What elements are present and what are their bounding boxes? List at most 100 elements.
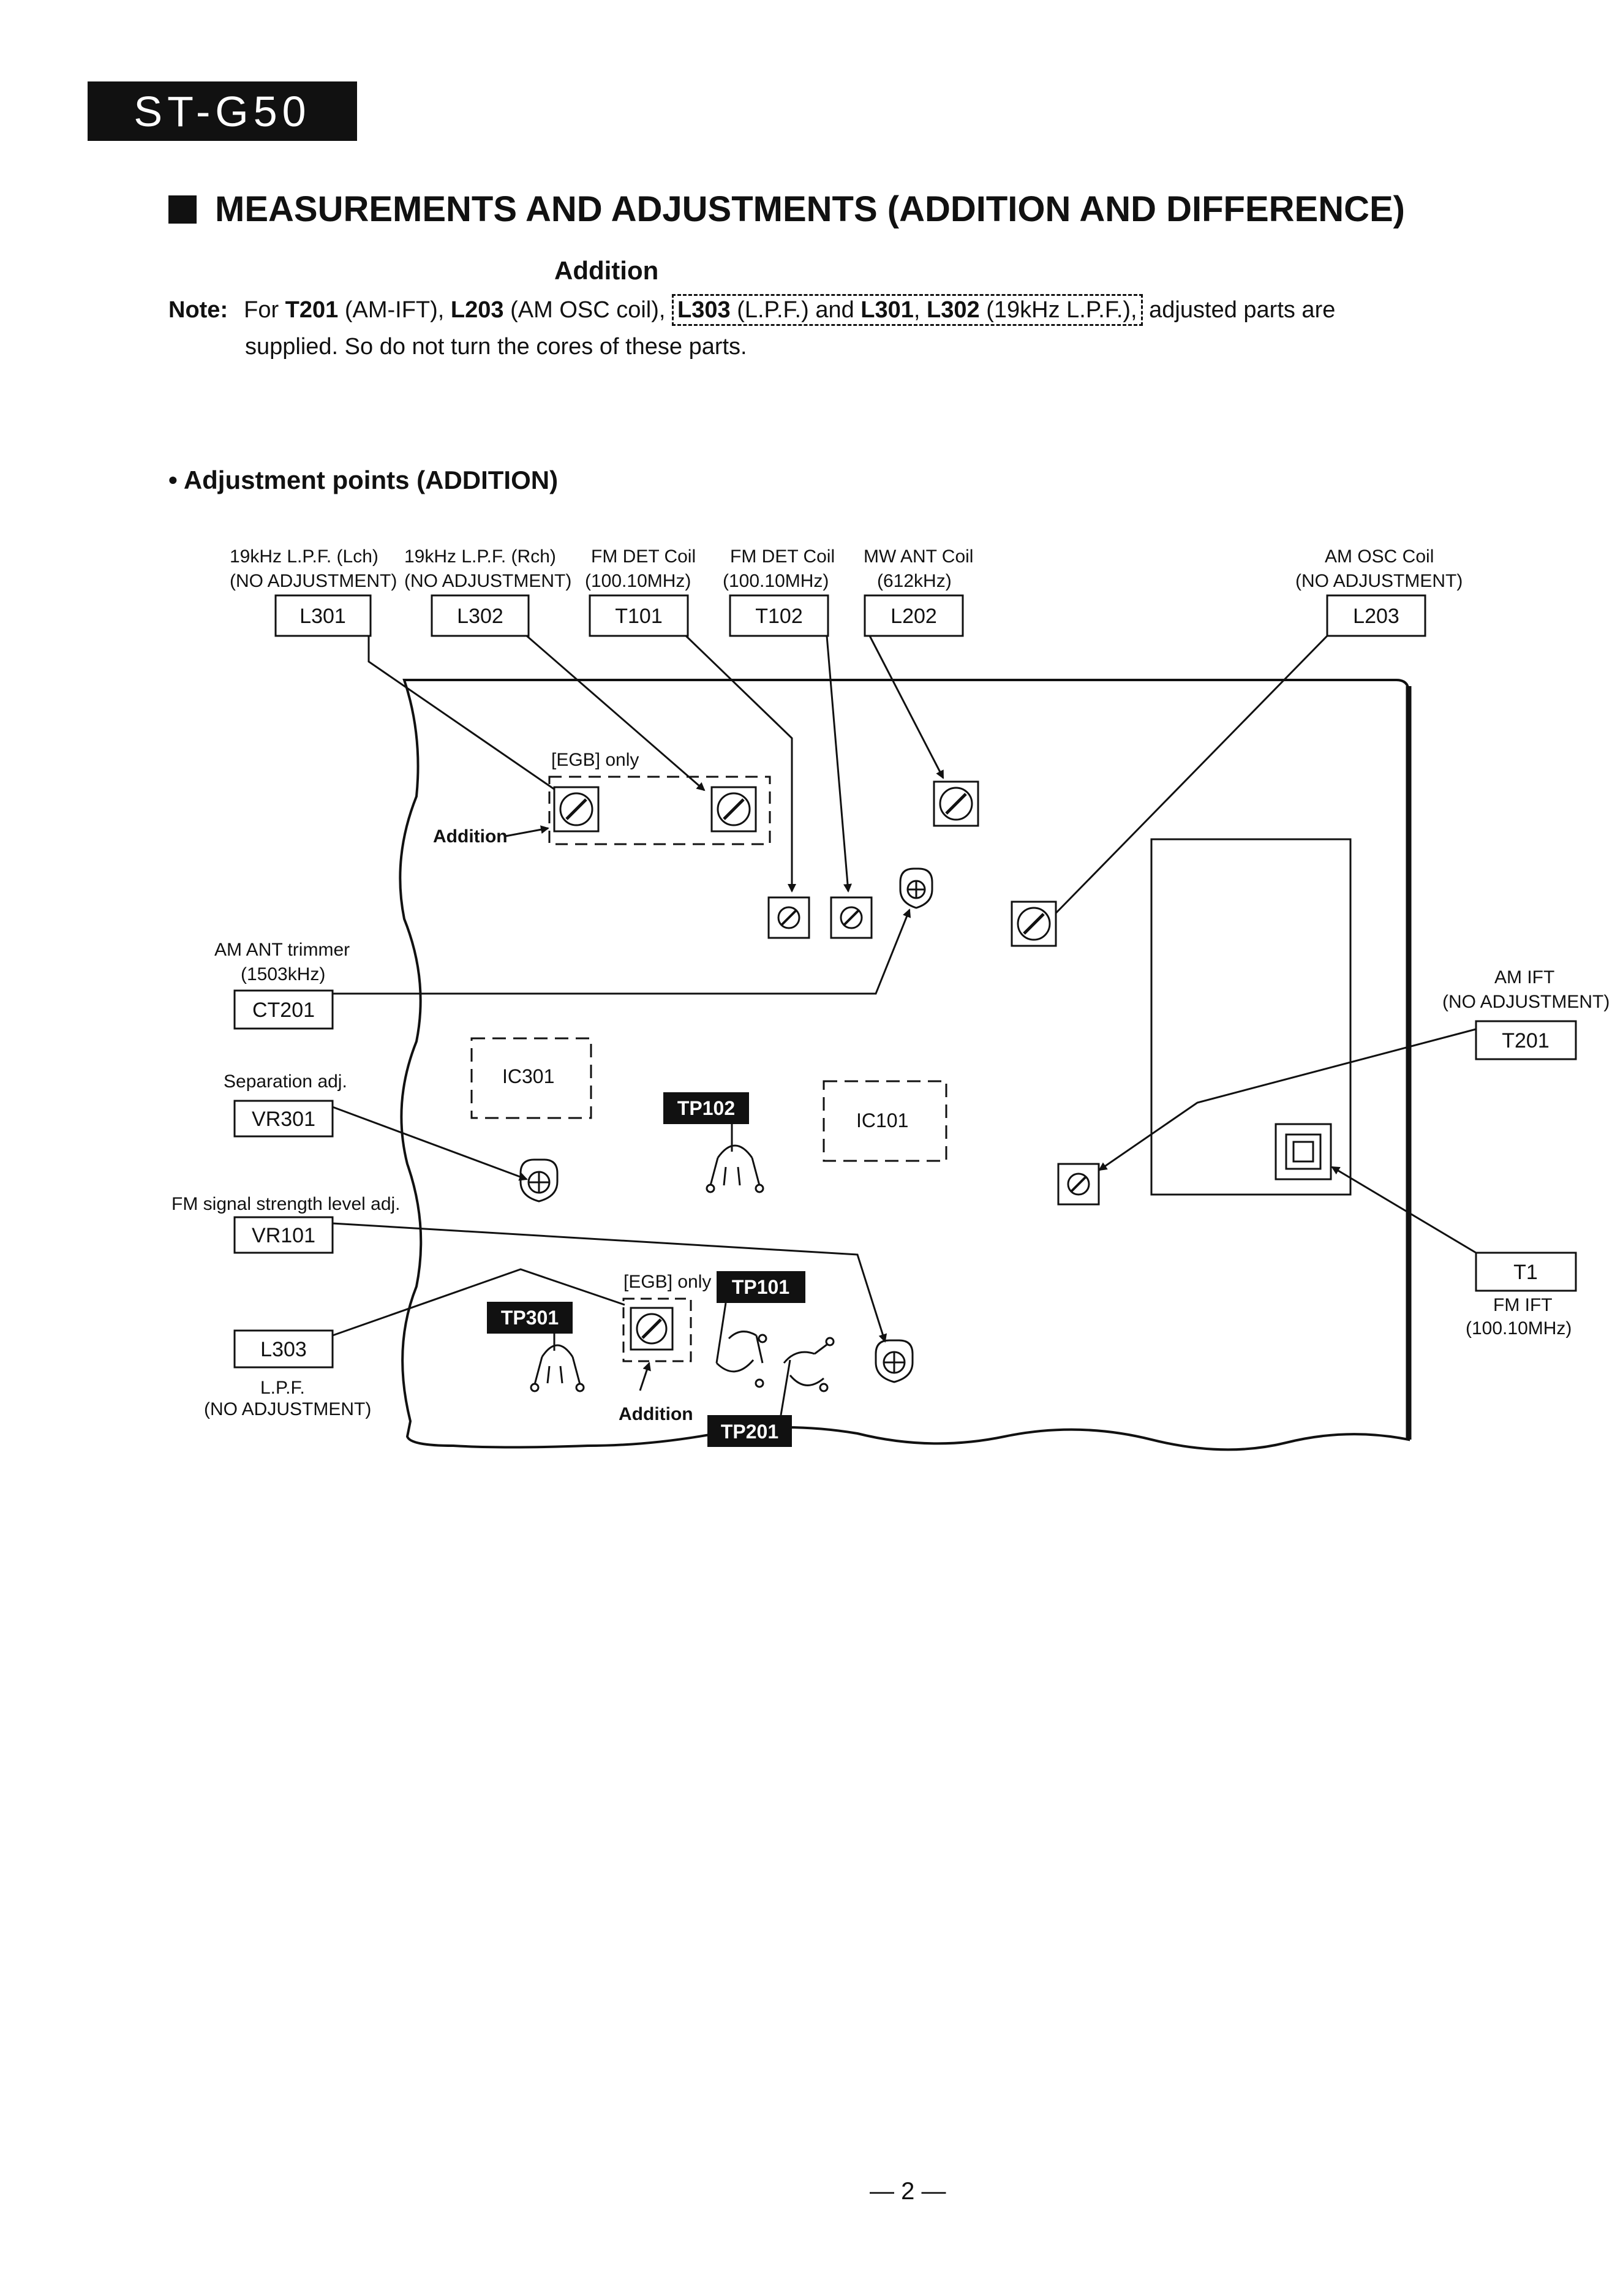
label-t201: T201 [1502, 1029, 1550, 1052]
tp102-tag [663, 1092, 749, 1124]
label-vr301: VR301 [252, 1108, 315, 1131]
label-l302: L302 [457, 605, 503, 628]
note-part-l301: L301 [860, 297, 914, 323]
egb-only-label: [EGB] only [551, 750, 639, 770]
note-label: Note: [168, 297, 228, 323]
label-l303: L303 [260, 1338, 307, 1361]
label-box [864, 594, 964, 637]
tp201-label: TP201 [721, 1421, 778, 1443]
t201-desc: (NO ADJUSTMENT) [1442, 992, 1610, 1012]
label-t101: T101 [615, 605, 663, 628]
leader-l302 [526, 635, 706, 791]
ic101-label: IC101 [856, 1109, 908, 1131]
l302-desc: 19kHz L.P.F. (Rch) [404, 546, 556, 567]
model-badge: ST-G50 [88, 81, 357, 141]
leader-t101 [685, 635, 796, 893]
ic301-label: IC301 [502, 1065, 554, 1087]
ic301-outline [470, 1037, 592, 1119]
bullet-square-icon [168, 195, 197, 224]
model-name: ST-G50 [134, 87, 311, 135]
note-text: adjusted parts are [1142, 297, 1336, 323]
addition-arrow-2 [639, 1362, 651, 1391]
l202-desc: MW ANT Coil [864, 546, 973, 567]
ct201-desc: AM ANT trimmer [214, 940, 350, 960]
label-box [233, 1100, 334, 1138]
trimmer-ct201 [899, 867, 933, 909]
label-ct201: CT201 [252, 999, 315, 1022]
shield-rect [1150, 838, 1352, 1196]
l302-desc: (NO ADJUSTMENT) [404, 571, 571, 591]
t101-desc: (100.10MHz) [585, 571, 691, 591]
label-box [1475, 1252, 1577, 1292]
addition-callout: Addition [554, 256, 659, 285]
l203-desc: AM OSC Coil [1325, 546, 1434, 567]
leader-l301 [367, 636, 566, 798]
pot-vr101 [875, 1339, 914, 1383]
t1-desc: FM IFT [1493, 1295, 1553, 1315]
note-line-2: supplied. So do not turn the cores of th… [245, 334, 747, 360]
leader-vr301 [332, 1106, 528, 1181]
note-text: (19kHz L.P.F.), [979, 297, 1137, 323]
label-vr101: VR101 [252, 1224, 315, 1247]
label-box [233, 1216, 334, 1254]
l303-desc: L.P.F. [260, 1378, 305, 1398]
tp301-pin [533, 1334, 581, 1385]
tp102-label: TP102 [677, 1097, 735, 1119]
leader-l203 [1043, 635, 1328, 926]
tp101-label: TP101 [732, 1276, 789, 1298]
leader-l303 [332, 1268, 625, 1337]
label-box [1475, 1020, 1577, 1060]
t101-desc: FM DET Coil [591, 546, 696, 567]
tp201-tag [707, 1415, 792, 1447]
egb-dashed-box-2 [622, 1297, 692, 1362]
note-part-l303: L303 [677, 297, 731, 323]
vr101-desc: FM signal strength level adj. [171, 1194, 401, 1214]
label-box [274, 594, 372, 637]
tp301-tag [487, 1302, 573, 1334]
l301-desc: (NO ADJUSTMENT) [230, 571, 397, 591]
ic101-outline [823, 1080, 947, 1162]
note-line-1: Note:For T201 (AM-IFT), L203 (AM OSC coi… [168, 294, 1336, 326]
tp201-pin [780, 1343, 827, 1416]
leader-t102 [826, 635, 852, 893]
leader-t201 [1098, 1028, 1477, 1171]
note-part-l203: L203 [450, 297, 504, 323]
note-part-l302: L302 [927, 297, 980, 323]
leader-l202 [868, 635, 944, 779]
tp101-pin [715, 1302, 764, 1373]
leader-vr101 [332, 1222, 887, 1343]
egb-only-label-2: [EGB] only [623, 1272, 711, 1292]
heading-text: MEASUREMENTS AND ADJUSTMENTS (ADDITION A… [215, 189, 1405, 229]
label-box [233, 1329, 334, 1369]
label-box [431, 594, 530, 637]
l303-desc: (NO ADJUSTMENT) [204, 1399, 371, 1419]
label-box [729, 594, 829, 637]
page-number: — 2 — [870, 2178, 946, 2205]
note-text: (AM-IFT), [338, 297, 451, 323]
label-box [589, 594, 689, 637]
t102-desc: (100.10MHz) [723, 571, 829, 591]
t102-desc: FM DET Coil [730, 546, 835, 567]
subsection-title: • Adjustment points (ADDITION) [168, 466, 559, 494]
label-box [233, 989, 334, 1030]
note-text: (L.P.F.) and [730, 297, 861, 323]
note-part-t201: T201 [285, 297, 339, 323]
addition-label: Addition [433, 826, 508, 847]
note-text: For [244, 297, 285, 323]
label-t102: T102 [755, 605, 803, 628]
addition-arrow [505, 825, 549, 837]
t1-desc: (100.10MHz) [1466, 1318, 1572, 1339]
label-l202: L202 [891, 605, 937, 628]
tp301-label: TP301 [501, 1307, 559, 1329]
label-box [1326, 594, 1426, 637]
l202-desc: (612kHz) [877, 571, 952, 591]
pot-vr301 [519, 1158, 559, 1203]
label-l301: L301 [299, 605, 346, 628]
egb-dashed-box [548, 776, 771, 845]
l203-desc: (NO ADJUSTMENT) [1295, 571, 1463, 591]
tp102-pin [709, 1124, 761, 1186]
tp101-tag [717, 1271, 805, 1303]
note-text: , [913, 297, 927, 323]
addition-label-2: Addition [619, 1404, 693, 1424]
